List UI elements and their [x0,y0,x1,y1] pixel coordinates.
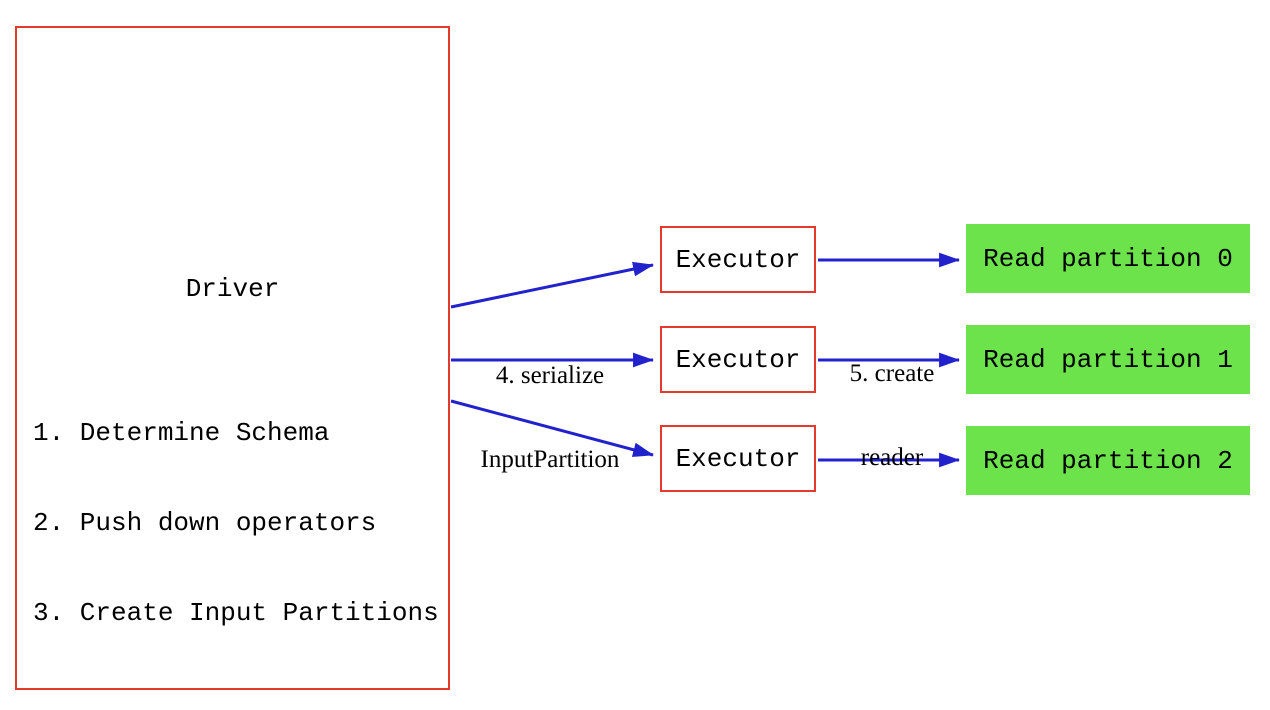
arrow-driver-to-executor-0 [450,261,655,309]
partition-label: Read partition 2 [983,445,1233,476]
partition-label: Read partition 1 [983,344,1233,375]
edge-label-create-reader: 5. create reader [812,304,972,528]
edge-label-serialize: 4. serialize InputPartition [440,306,660,530]
edge-label-serialize-line1: 4. serialize [495,362,605,389]
edge-label-serialize-line2: InputPartition [480,446,620,473]
partition-box-0: Read partition 0 [966,224,1250,293]
executor-box-0: Executor [660,226,816,293]
executor-label: Executor [675,344,801,375]
edge-label-create-reader-line1: 5. create [849,360,935,387]
driver-box: Driver 1. Determine Schema 2. Push down … [15,26,450,690]
partition-label: Read partition 0 [983,243,1233,274]
driver-step: 2. Push down operators [33,508,377,538]
executor-box-1: Executor [660,326,816,393]
driver-steps-list: 1. Determine Schema 2. Push down operato… [33,358,439,688]
driver-step: 3. Create Input Partitions [33,598,439,628]
executor-box-2: Executor [660,425,816,492]
driver-step: 1. Determine Schema [33,418,330,448]
partition-box-1: Read partition 1 [966,325,1250,394]
driver-title: Driver [185,274,280,304]
partition-box-2: Read partition 2 [966,426,1250,495]
executor-label: Executor [675,244,801,275]
executor-label: Executor [675,443,801,474]
edge-label-create-reader-line2: reader [860,444,924,471]
